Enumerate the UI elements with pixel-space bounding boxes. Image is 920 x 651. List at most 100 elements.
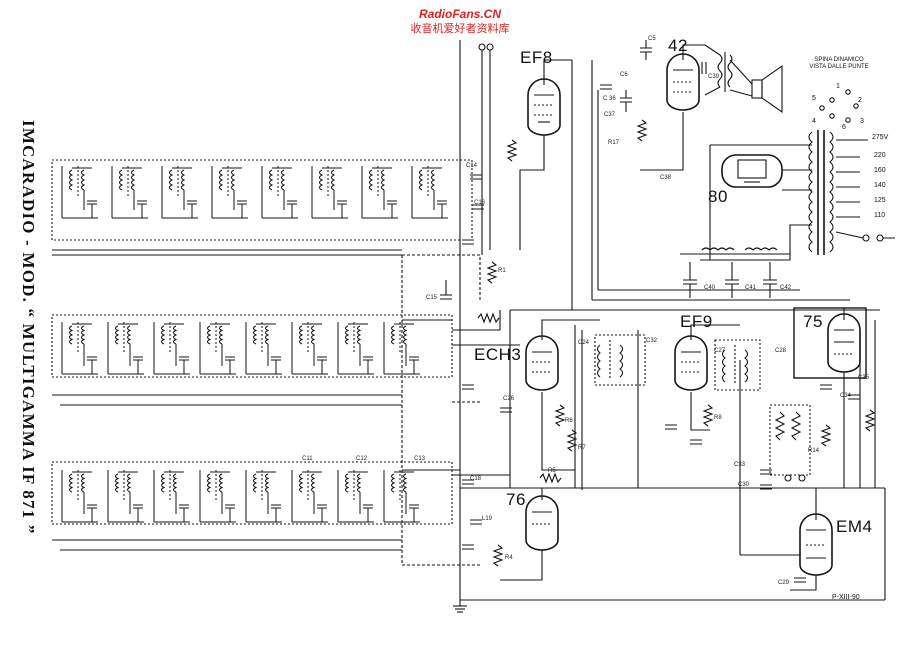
volume-control xyxy=(769,404,811,482)
label-c40: C40 xyxy=(704,285,716,291)
speaker-symbol xyxy=(729,59,783,114)
label-r7: R7 xyxy=(578,445,586,451)
label-r5: R5 xyxy=(548,468,556,474)
coil-winding xyxy=(265,325,270,345)
label-c12: C12 xyxy=(356,456,368,462)
coil-winding xyxy=(357,325,362,345)
label-r4: R4 xyxy=(505,555,513,561)
label-c29: C29 xyxy=(778,580,790,586)
coil-winding xyxy=(311,325,316,345)
pin-number-5: 5 xyxy=(812,95,816,102)
label-c35: C35 xyxy=(858,375,870,381)
coil-winding xyxy=(331,169,336,191)
pin-number-4: 4 xyxy=(812,118,816,125)
if-transformer-2 xyxy=(714,339,761,391)
label-r6: R6 xyxy=(565,418,573,424)
pin-number-1: 1 xyxy=(836,83,840,90)
coil-winding xyxy=(311,473,316,493)
coil-winding xyxy=(173,325,178,345)
label-c41: C41 xyxy=(745,285,757,291)
coil-winding xyxy=(173,473,178,493)
label-r17: R17 xyxy=(608,140,620,146)
label-c30: C30 xyxy=(738,482,750,488)
coil-winding xyxy=(115,473,120,493)
coil-winding xyxy=(207,473,212,493)
coil-winding xyxy=(127,473,132,493)
label-c18: C18 xyxy=(470,476,482,482)
voltage-tap-220: 220 xyxy=(874,152,886,159)
coil-winding xyxy=(207,325,212,345)
speaker-plug-note-line1: SPINA DINAMICO xyxy=(814,57,864,63)
coil-winding xyxy=(81,325,86,345)
coil-bank-top xyxy=(51,159,473,241)
tube-76-envelope xyxy=(525,495,559,551)
tube-label-ech3: ECH3 xyxy=(474,345,522,364)
coil-winding xyxy=(391,473,396,493)
voltage-tap-125: 125 xyxy=(874,197,886,204)
coil-winding xyxy=(219,473,224,493)
coil-winding xyxy=(127,325,132,345)
filter-capacitors xyxy=(680,247,790,298)
label-c6: C6 xyxy=(620,72,628,78)
label-c13: C13 xyxy=(414,456,426,462)
coil-winding xyxy=(319,169,324,191)
tube-80-envelope xyxy=(721,154,783,188)
antenna-terminals xyxy=(478,43,494,51)
label-c24: C24 xyxy=(578,340,590,346)
coil-winding xyxy=(219,169,224,191)
label-c33: C33 xyxy=(734,462,746,468)
ground-symbol xyxy=(453,600,467,613)
tube-label-80: 80 xyxy=(708,187,728,206)
tube-42-envelope xyxy=(666,53,700,111)
label-c38: C38 xyxy=(660,175,672,181)
coil-winding xyxy=(369,169,374,191)
tube-label-76: 76 xyxy=(506,490,526,509)
coil-winding xyxy=(269,169,274,191)
label-c42: C42 xyxy=(780,285,792,291)
tube-label-ef9: EF9 xyxy=(680,312,713,331)
label-c34: C34 xyxy=(840,393,852,399)
label-l19: L19 xyxy=(482,516,493,522)
label-r8: R8 xyxy=(714,415,722,421)
coil-winding xyxy=(69,169,74,191)
tube-ech3-envelope xyxy=(525,335,559,391)
coil-winding xyxy=(281,169,286,191)
coil-winding xyxy=(265,473,270,493)
label-c27: C27 xyxy=(714,348,726,354)
label-r1: R1 xyxy=(498,268,506,274)
if-transformer-1 xyxy=(594,334,646,386)
tube-75-envelope xyxy=(793,307,867,379)
coil-winding xyxy=(161,325,166,345)
coil-winding xyxy=(391,325,396,345)
coil-winding xyxy=(115,325,120,345)
label-c32: C32 xyxy=(646,338,658,344)
coil-winding xyxy=(403,473,408,493)
pin-number-6: 6 xyxy=(842,124,846,131)
coil-bank-middle xyxy=(51,314,453,378)
coil-winding xyxy=(345,325,350,345)
coil-winding xyxy=(69,473,74,493)
label-c5: C5 xyxy=(648,36,656,42)
resistors xyxy=(477,119,876,567)
drawing-code: P-XIII-90 xyxy=(832,594,860,601)
tube-ef9-envelope xyxy=(674,335,708,391)
coil-winding xyxy=(169,169,174,191)
coil-winding xyxy=(119,169,124,191)
voltage-tap-140: 140 xyxy=(874,182,886,189)
tube-ef8-envelope xyxy=(527,78,561,136)
label-c14: C14 xyxy=(466,163,478,169)
coil-winding xyxy=(253,325,258,345)
model-title: IMCARADIO - MOD. “ MULTIGAMMA IF 871 ” xyxy=(18,120,44,535)
voltage-tap-110: 110 xyxy=(874,212,886,219)
voltage-tap-275: 275V xyxy=(872,134,889,141)
label-c26: C26 xyxy=(503,396,515,402)
coil-winding xyxy=(181,169,186,191)
coil-winding xyxy=(403,325,408,345)
tube-label-75: 75 xyxy=(803,312,823,331)
speaker-plug-note-line2: VISTA DALLE PUNTE xyxy=(809,64,869,70)
coil-winding xyxy=(431,169,436,191)
power-transformer xyxy=(700,130,895,261)
coil-winding xyxy=(253,473,258,493)
coil-winding xyxy=(81,169,86,191)
